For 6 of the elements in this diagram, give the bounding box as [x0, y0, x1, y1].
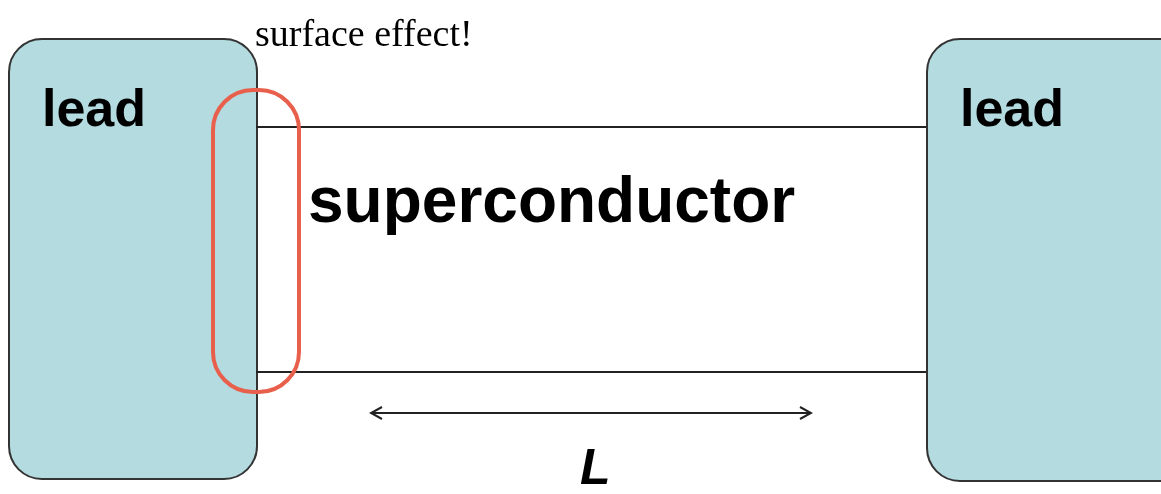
- lead-label: lead: [42, 82, 147, 134]
- callout-text: surface effect!: [255, 14, 473, 52]
- length-label: L: [580, 442, 611, 492]
- lead-block: [926, 38, 1161, 482]
- lead-block: [8, 38, 258, 480]
- lead-label: lead: [960, 82, 1065, 134]
